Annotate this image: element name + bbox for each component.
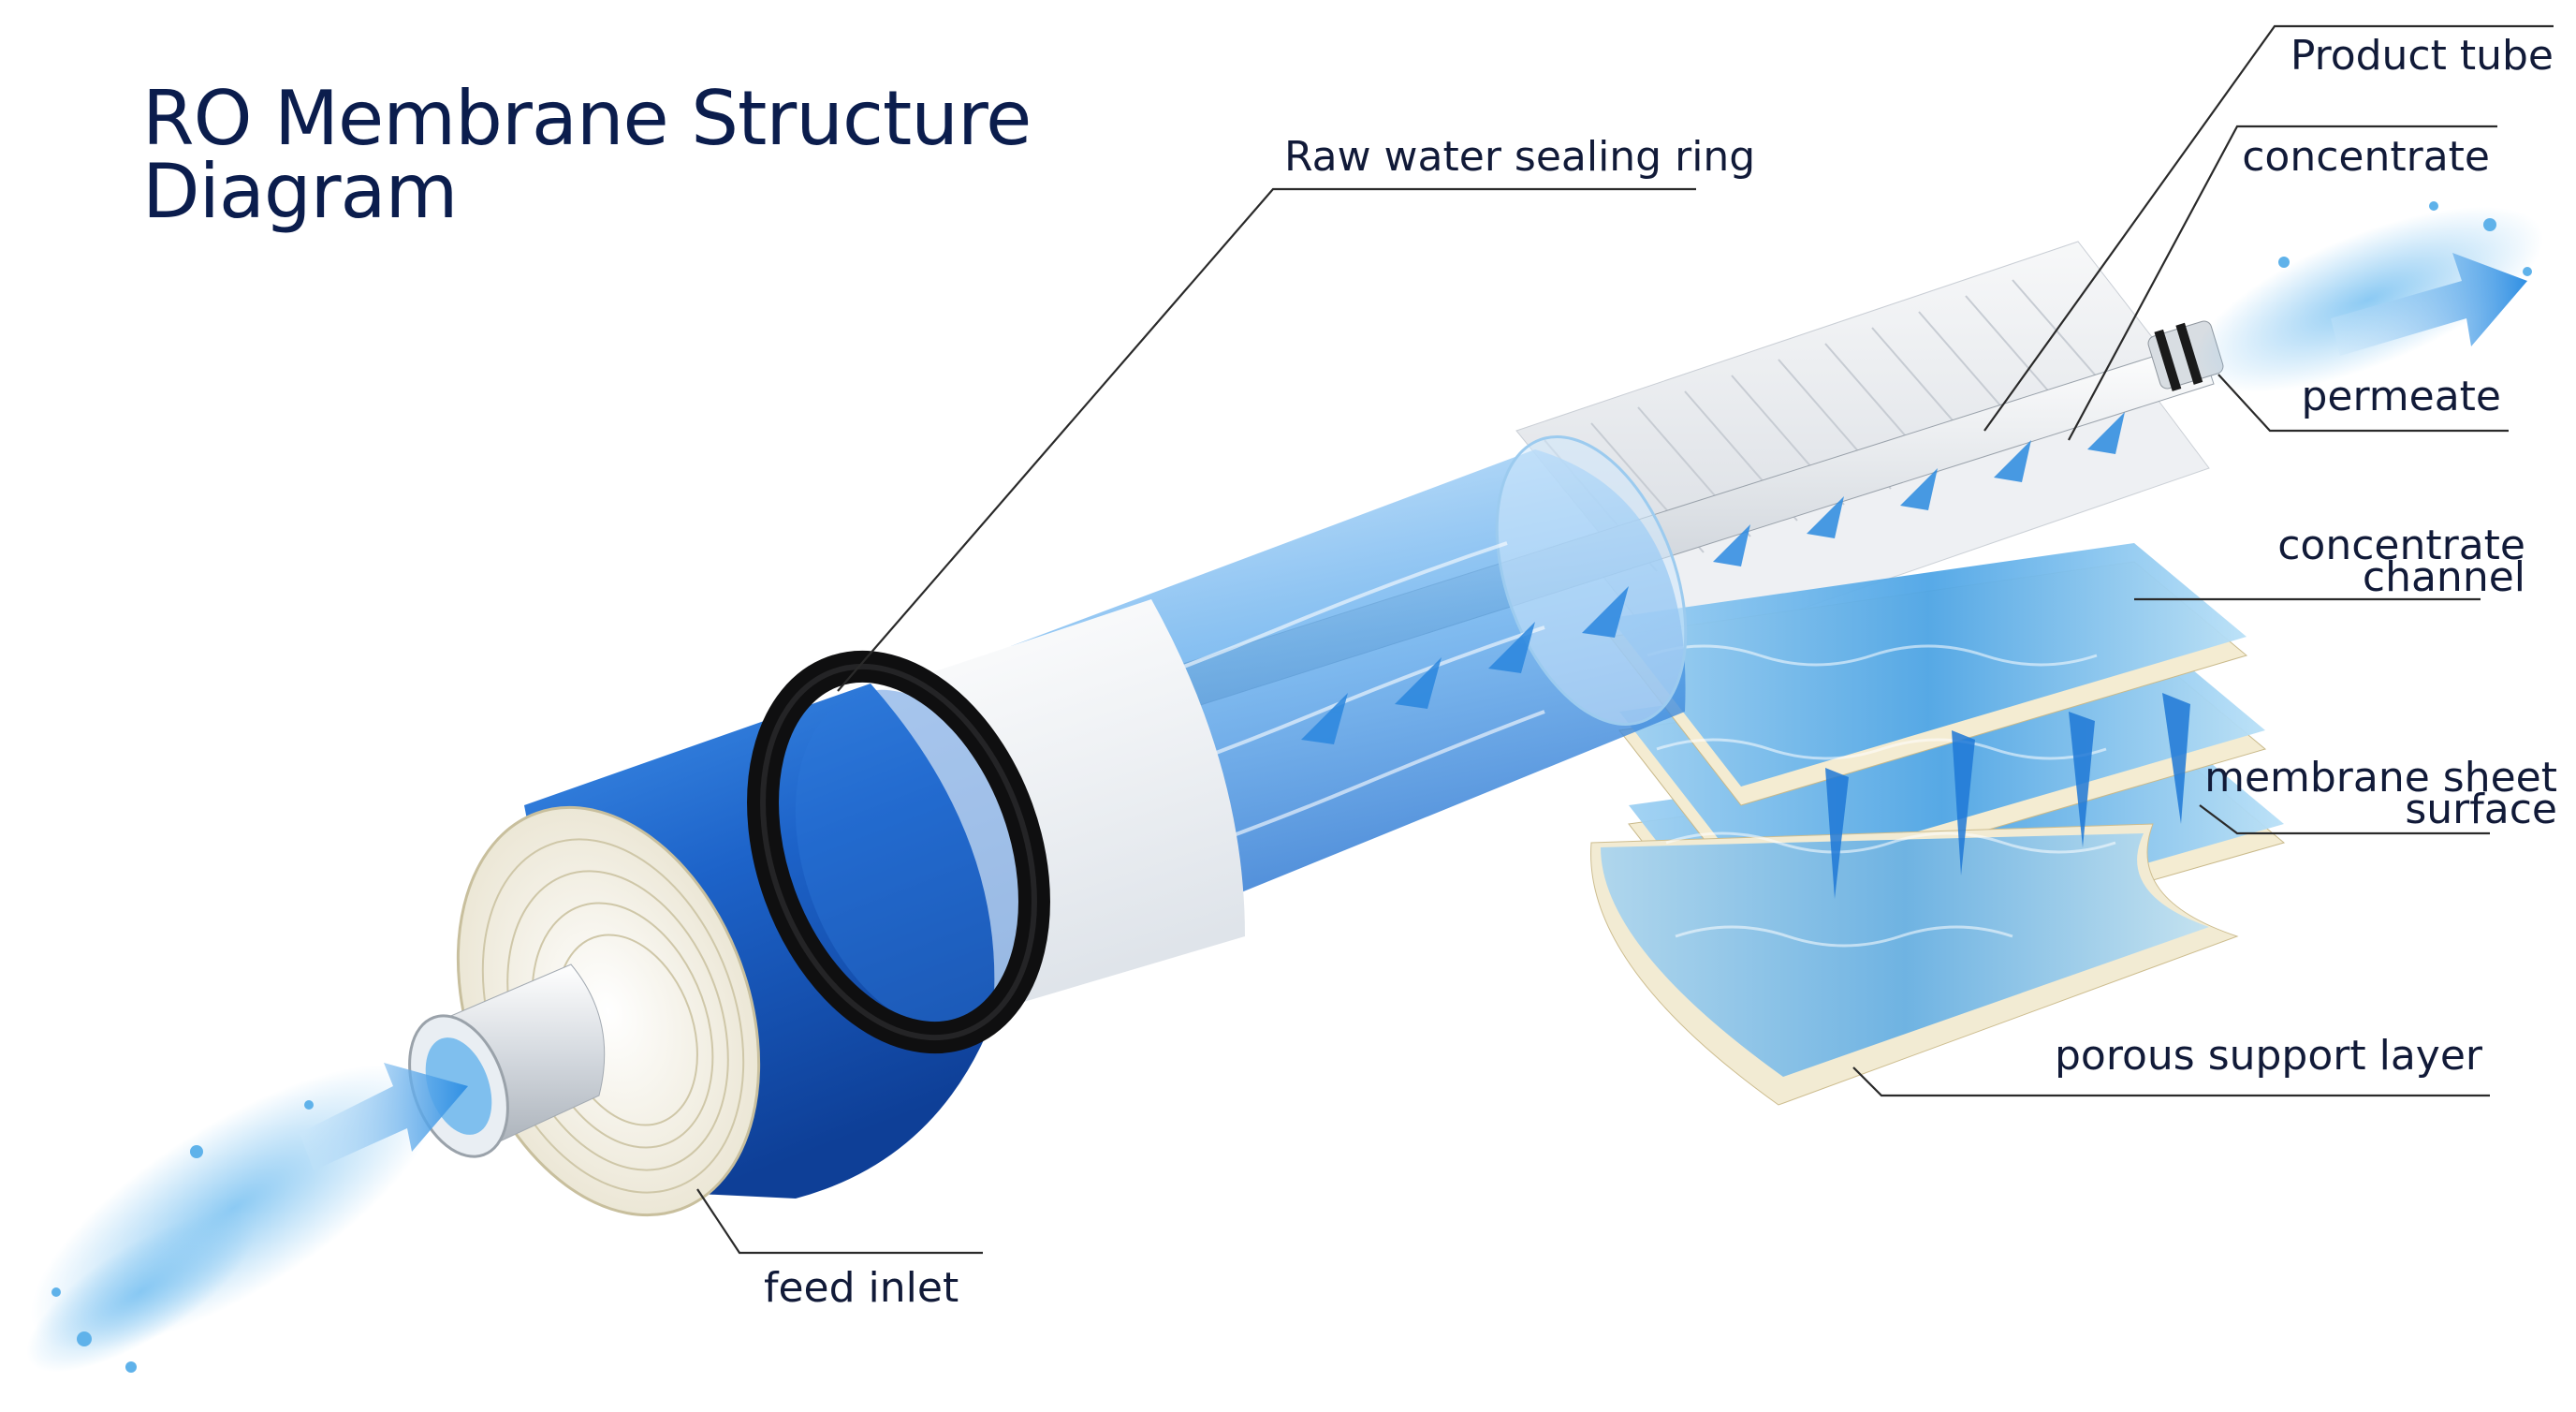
label-membrane-sheet-surface-line-2: surface (2405, 786, 2557, 833)
page-title: RO Membrane Structure Diagram (142, 75, 1032, 235)
label-feed-inlet: feed inlet (764, 1264, 959, 1312)
label-porous-support-layer: porous support layer (2055, 1032, 2482, 1080)
membrane-element (408, 599, 1245, 1217)
label-concentrate-channel: concentrate channel (2277, 522, 2525, 601)
label-concentrate-channel-line-2: channel (2362, 553, 2525, 601)
flow-arrow-icon (300, 253, 2527, 1170)
label-raw-water-sealing-ring: Raw water sealing ring (1284, 133, 1756, 181)
membrane-layers (1515, 241, 2286, 1106)
title-line-2: Diagram (142, 148, 458, 235)
leader-lines (696, 24, 2554, 1255)
title-line-1: RO Membrane Structure (142, 75, 1032, 162)
label-concentrate: concentrate (2242, 133, 2490, 181)
label-concentrate-channel-line-1: concentrate (2277, 522, 2525, 569)
label-product-tube: Product tube (2290, 32, 2554, 80)
label-permeate: permeate (2301, 373, 2501, 420)
label-membrane-sheet-surface: membrane sheet surface (2204, 754, 2557, 833)
label-membrane-sheet-surface-line-1: membrane sheet (2204, 754, 2557, 802)
